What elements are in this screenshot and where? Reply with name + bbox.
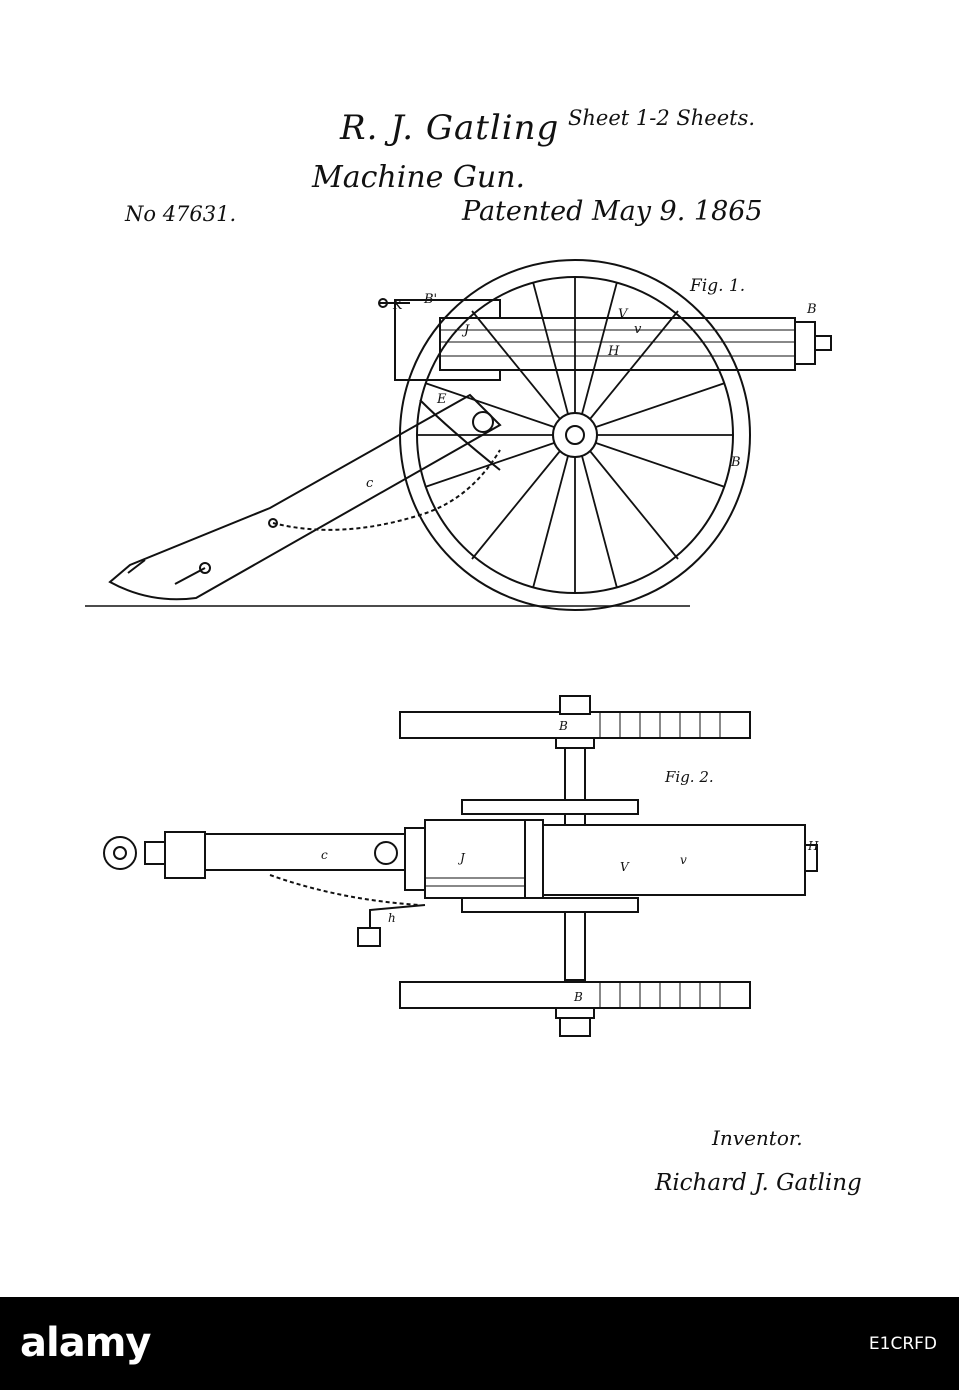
fig2-plan-view-drawing: B B J V v c H h (0, 660, 959, 1060)
fig2-letter-h: H (807, 839, 819, 853)
fig1-letter-k: K (392, 298, 404, 313)
alamy-logo: alamy (20, 1320, 150, 1366)
patent-sheet: R. J. Gatling Sheet 1-2 Sheets. Machine … (0, 0, 959, 1297)
fig1-side-view-drawing: K B' J V v H E c B B (0, 0, 959, 640)
fig1-letter-h: H (607, 344, 620, 359)
fig1-letter-b1: B' (423, 292, 437, 307)
fig1-letter-b2: B (806, 302, 817, 317)
fig2-letter-b-bottom: B (573, 990, 583, 1004)
fig2-letter-b-top: B (558, 719, 568, 733)
fig2-letter-v1: V (620, 860, 630, 874)
fig1-letter-v1: V (618, 307, 629, 322)
fig1-letter-v2: v (634, 322, 642, 337)
fig1-letter-c: c (366, 476, 374, 491)
fig2-letter-h2: h (388, 911, 396, 925)
inventor-signature: Richard J. Gatling (655, 1170, 862, 1196)
stock-image-id: E1CRFD (869, 1334, 937, 1354)
fig2-letter-c: c (321, 848, 328, 862)
inventor-caption: Inventor. (712, 1126, 803, 1150)
fig1-letter-e: E (436, 392, 447, 407)
fig2-letter-v2: v (680, 853, 687, 867)
fig1-letter-b3: B (730, 455, 741, 470)
